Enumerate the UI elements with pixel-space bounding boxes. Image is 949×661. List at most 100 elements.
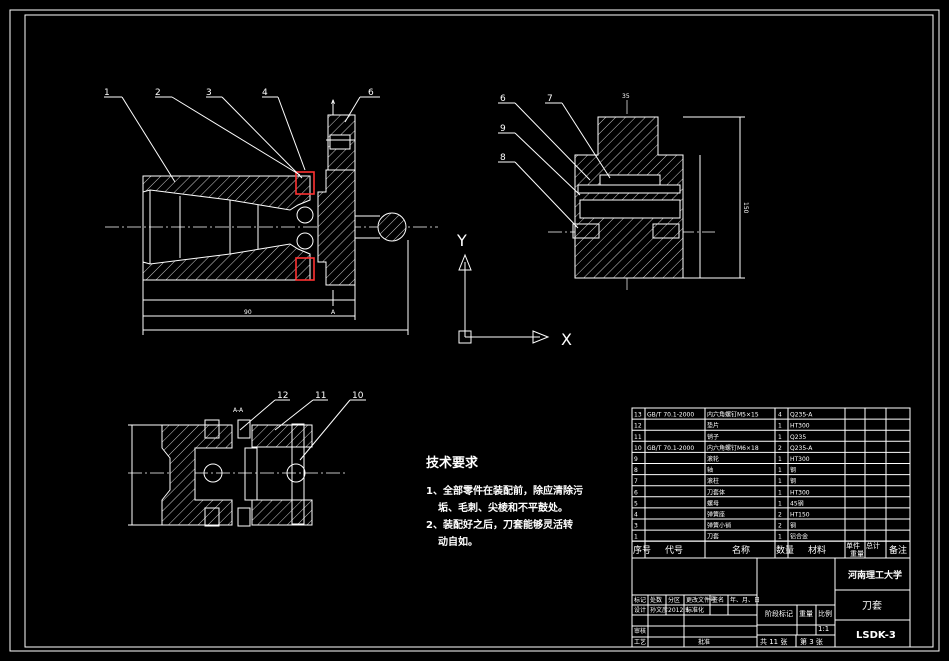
tech-req-line1: 1、全部零件在装配前，除应清除污 [426, 486, 583, 497]
bom-h-remark: 备注 [889, 544, 907, 556]
bom-cell-no: 10 [634, 445, 642, 452]
bom-cell-qty: 1 [778, 500, 782, 507]
tech-req-title: 技术要求 [426, 456, 479, 471]
bom-h-mat: 材料 [808, 544, 826, 556]
tb-row2-cell: 孙文彦 [650, 606, 668, 614]
bom-cell-mat: HT150 [790, 512, 810, 519]
balloon-10: 10 [352, 391, 364, 401]
bom-cell-qty: 1 [778, 478, 782, 485]
bom-cell-mat: 铝合金 [790, 533, 808, 541]
bom-cell-name: 垫片 [707, 422, 719, 430]
bom-cell-no: 8 [634, 467, 638, 474]
bom-cell-mat: 45钢 [790, 499, 804, 507]
part-name: 刀套 [862, 599, 882, 612]
bom-cell-name: 内六角螺钉M5×15 [707, 411, 759, 419]
bom-cell-name: 滚柱 [707, 477, 719, 485]
balloon-2: 2 [155, 88, 161, 98]
bom-cell-qty: 2 [778, 445, 782, 452]
scale-label: 比例 [818, 609, 832, 618]
balloon-12: 12 [277, 391, 288, 401]
bom-cell-code: GB/T 70.1-2000 [647, 412, 694, 419]
tb-row1-cell: 年、月、日 [730, 596, 760, 604]
bom-cell-name: 销子 [707, 433, 719, 441]
section-mark-aa: A-A [233, 407, 244, 414]
bom-cell-code: GB/T 70.1-2000 [647, 445, 694, 452]
bom-h-name: 名称 [732, 544, 750, 556]
weight-label: 重量 [799, 610, 813, 618]
bom-cell-qty: 1 [778, 434, 782, 441]
tb-row4-cell: 批准 [698, 638, 710, 646]
technical-requirements: 技术要求 1、全部零件在装配前，除应清除污 垢、毛刺、尖棱和不平鼓处。 2、装配… [426, 452, 583, 551]
bom-cell-qty: 1 [778, 423, 782, 430]
balloon-1: 1 [104, 88, 110, 98]
bom-cell-mat: HT300 [790, 489, 810, 496]
bom-cell-no: 4 [634, 512, 638, 519]
balloon-7: 7 [547, 94, 553, 104]
tb-row1-cell: 分区 [668, 596, 680, 604]
tech-req-line3: 2、装配好之后，刀套能够灵活转 [426, 520, 573, 531]
bom-cell-qty: 2 [778, 523, 782, 530]
balloon-11: 11 [315, 391, 326, 401]
bom-cell-name: 弹簧座 [707, 511, 725, 519]
school-name: 河南理工大学 [848, 569, 902, 581]
bom-cell-mat: 钢 [790, 477, 796, 485]
bom-cell-mat: HT300 [790, 456, 810, 463]
bom-h-unit: 单件 [846, 541, 860, 550]
bom-cell-mat: HT300 [790, 423, 810, 430]
bom-cell-name: 内六角螺钉M6×18 [707, 444, 759, 452]
tb-row1-cell: 标记 [634, 596, 646, 604]
section-mark-a-top: A [331, 99, 336, 106]
bom-h-code: 代号 [665, 545, 683, 556]
dim-length: 90 [244, 309, 252, 316]
tb-row2-cell: 标准化 [686, 606, 704, 614]
bom-cell-mat: Q235 [790, 434, 806, 441]
balloon-6-side: 6 [500, 94, 506, 104]
bom-cell-qty: 4 [778, 412, 782, 419]
bom-cell-qty: 1 [778, 534, 782, 541]
bom-h-qty: 数量 [776, 544, 794, 556]
bom-cell-mat: 钢 [790, 466, 796, 474]
tb-row4-cell: 工艺 [634, 638, 646, 646]
dim-height: 150 [742, 202, 749, 214]
scale-value: 1:1 [818, 625, 829, 633]
bom-cell-name: 螺母 [707, 499, 719, 507]
section-mark-a-bottom: A [331, 309, 336, 316]
side-view [498, 100, 745, 290]
bom-cell-mat: Q235-A [790, 412, 813, 419]
axis-y-label: Y [456, 231, 467, 250]
bom-cell-no: 5 [634, 500, 638, 507]
tb-row1-cell: 签名 [712, 596, 724, 604]
inner-frame [24, 14, 934, 648]
dim-top: 35 [622, 93, 630, 100]
tech-req-line4: 动自如。 [438, 537, 478, 548]
bom-cell-no: 9 [634, 456, 638, 463]
balloon-8: 8 [500, 153, 506, 163]
bom-cell-name: 刀套体 [707, 488, 725, 496]
axis-x-label: X [561, 330, 572, 349]
tb-row1-cell: 更改文件号 [686, 596, 716, 604]
balloon-6: 6 [368, 88, 374, 98]
bom-cell-name: 滚轮 [707, 455, 719, 463]
bom-cell-name: 轴 [707, 466, 713, 474]
outer-frame [9, 9, 940, 652]
bom-cell-no: 13 [634, 412, 642, 419]
bom-cell-qty: 1 [778, 456, 782, 463]
bom-cell-no: 3 [634, 523, 638, 530]
title-block-grid [631, 557, 911, 648]
balloon-9: 9 [500, 124, 506, 134]
bom-cell-no: 11 [634, 434, 642, 441]
tb-row3-cell: 审核 [634, 627, 646, 635]
bom-h-weight: 重量 [850, 550, 864, 558]
xy-axes [458, 253, 550, 344]
bottom-view [128, 399, 366, 527]
bom-cell-no: 7 [634, 478, 638, 485]
tb-row1-cell: 处数 [650, 596, 662, 604]
bom-cell-no: 12 [634, 423, 642, 430]
bom-header: 序号 代号 名称 数量 材料 单件 总计 重量 备注 [632, 540, 910, 558]
bom-cell-name: 刀套 [707, 533, 719, 541]
balloon-4: 4 [262, 88, 268, 98]
bom-cell-no: 1 [634, 534, 638, 541]
